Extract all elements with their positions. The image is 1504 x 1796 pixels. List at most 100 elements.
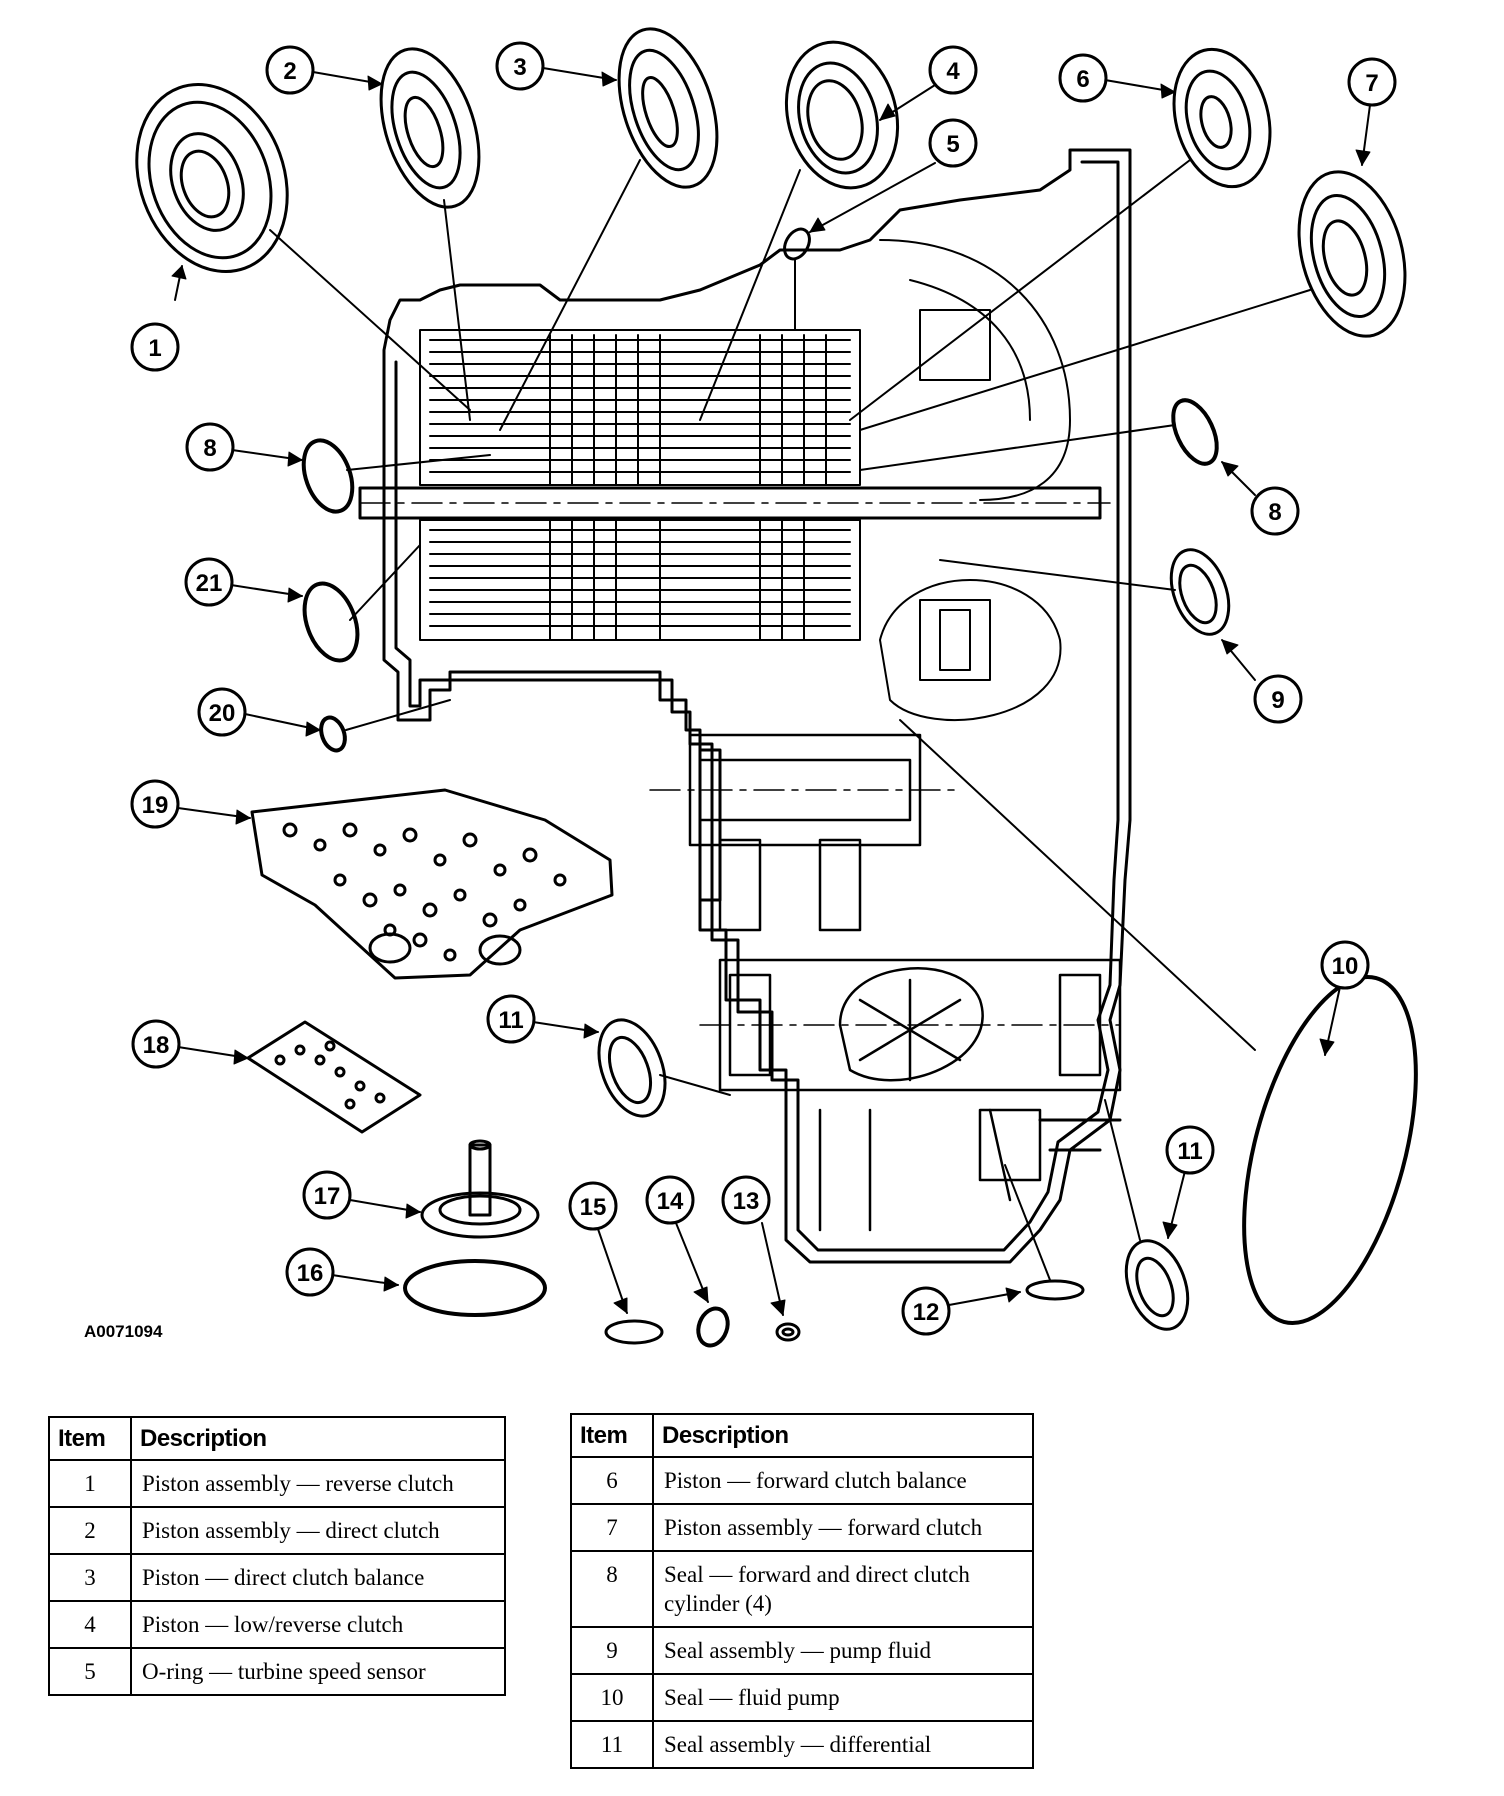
part-8-seal-right <box>1171 398 1219 466</box>
callout-8-right: 8 <box>1221 461 1300 536</box>
figure-id: A0071094 <box>84 1322 163 1341</box>
item-description: Seal assembly — pump fluid <box>652 1626 1034 1675</box>
callout-21-label: 21 <box>196 570 223 597</box>
callout-4-label: 4 <box>946 58 960 85</box>
callout-11-left-label: 11 <box>498 1007 523 1034</box>
callout-10-label: 10 <box>1332 953 1359 980</box>
transfer-gear-section <box>649 733 961 932</box>
callout-6: 6 <box>1058 53 1176 103</box>
clutch-pack-section <box>419 239 1071 721</box>
table-row: 8 Seal — forward and direct clutch cylin… <box>570 1550 1034 1628</box>
item-number: 1 <box>48 1459 132 1508</box>
differential-section <box>699 958 1122 1232</box>
callout-3: 3 <box>495 41 617 91</box>
callout-11-right: 11 <box>1162 1125 1215 1239</box>
part-15-o-ring <box>604 1319 664 1345</box>
item-description: Seal — fluid pump <box>652 1673 1034 1722</box>
part-19-separator-plate <box>250 788 614 980</box>
legend-header-item: Item <box>48 1416 132 1461</box>
leader-lines <box>269 159 1311 1281</box>
callout-13-label: 13 <box>733 1188 760 1215</box>
item-description: Piston — direct clutch balance <box>130 1553 506 1602</box>
table-row: 6 Piston — forward clutch balance <box>570 1456 1034 1505</box>
part-21-seal <box>302 581 360 663</box>
part-10-seal-fluid-pump <box>1242 974 1418 1326</box>
legend-header-item: Item <box>570 1413 654 1458</box>
part-11-seal-differential-right <box>1124 1239 1190 1331</box>
part-14-o-ring <box>696 1306 730 1348</box>
callout-18: 18 <box>131 1019 249 1069</box>
callout-19: 19 <box>130 779 251 829</box>
part-11-seal-differential-left <box>597 1018 667 1118</box>
part-8-seal-left <box>301 438 355 514</box>
callout-14: 14 <box>645 1175 709 1303</box>
part-4-piston-low-reverse-clutch <box>784 40 900 190</box>
callout-6-label: 6 <box>1076 66 1089 93</box>
callout-20-label: 20 <box>209 700 236 727</box>
callout-19-label: 19 <box>142 792 169 819</box>
main-shaft <box>358 486 1111 520</box>
part-2-piston-direct-clutch <box>379 47 481 209</box>
callout-15: 15 <box>568 1181 628 1314</box>
legend-left-header: Item Description <box>48 1416 506 1461</box>
callout-14-label: 14 <box>657 1188 684 1215</box>
callout-9: 9 <box>1221 639 1303 724</box>
table-row: 1 Piston assembly — reverse clutch <box>48 1459 506 1508</box>
callout-11-right-label: 11 <box>1177 1138 1202 1165</box>
part-3-piston-direct-clutch-balance <box>617 27 719 189</box>
table-row: 9 Seal assembly — pump fluid <box>570 1626 1034 1675</box>
callout-2-label: 2 <box>283 58 296 85</box>
item-description: Piston — forward clutch balance <box>652 1456 1034 1505</box>
callout-8-right-label: 8 <box>1268 499 1281 526</box>
legend-header-description: Description <box>130 1416 506 1461</box>
callout-4: 4 <box>879 45 978 121</box>
callout-20: 20 <box>197 687 321 737</box>
legend-table-right: Item Description 6 Piston — forward clut… <box>570 1413 1034 1769</box>
callout-17-label: 17 <box>314 1183 341 1210</box>
callout-8-left-label: 8 <box>203 435 216 462</box>
table-row: 3 Piston — direct clutch balance <box>48 1553 506 1602</box>
legend-right-header: Item Description <box>570 1413 1034 1458</box>
item-number: 11 <box>570 1720 654 1769</box>
callout-12-label: 12 <box>913 1299 940 1326</box>
callout-17: 17 <box>302 1170 421 1220</box>
part-12-o-ring <box>1025 1279 1085 1301</box>
part-1-piston-reverse-clutch <box>135 82 289 274</box>
table-row: 2 Piston assembly — direct clutch <box>48 1506 506 1555</box>
callout-3-label: 3 <box>513 54 526 81</box>
item-description: Seal assembly — differential <box>652 1720 1034 1769</box>
item-description: Piston assembly — reverse clutch <box>130 1459 506 1508</box>
callout-18-label: 18 <box>143 1032 170 1059</box>
callout-10: 10 <box>1319 940 1370 1056</box>
callout-7-label: 7 <box>1365 70 1378 97</box>
part-20-o-ring <box>319 715 347 753</box>
callout-9-label: 9 <box>1271 687 1284 714</box>
exploded-transmission-diagram: 1 2 3 4 5 <box>130 27 1418 1348</box>
callout-12: 12 <box>901 1286 1021 1336</box>
part-7-piston-forward-clutch <box>1297 170 1407 338</box>
table-row: 10 Seal — fluid pump <box>570 1673 1034 1722</box>
callout-16-label: 16 <box>297 1260 324 1287</box>
callout-11-left: 11 <box>486 994 599 1044</box>
table-row: 7 Piston assembly — forward clutch <box>570 1503 1034 1552</box>
part-17-accumulator-piston <box>420 1139 540 1239</box>
table-row: 11 Seal assembly — differential <box>570 1720 1034 1769</box>
legend-header-description: Description <box>652 1413 1034 1458</box>
table-row: 4 Piston — low/reverse clutch <box>48 1600 506 1649</box>
item-description: Seal — forward and direct clutch cylinde… <box>652 1550 1034 1628</box>
part-9-seal-pump-fluid <box>1169 548 1231 636</box>
part-5-o-ring <box>783 227 811 261</box>
item-description: O-ring — turbine speed sensor <box>130 1647 506 1696</box>
callout-2: 2 <box>265 45 383 95</box>
item-description: Piston assembly — direct clutch <box>130 1506 506 1555</box>
part-13-o-ring <box>775 1322 801 1342</box>
callout-16: 16 <box>285 1247 399 1297</box>
item-description: Piston — low/reverse clutch <box>130 1600 506 1649</box>
item-number: 7 <box>570 1503 654 1552</box>
item-number: 5 <box>48 1647 132 1696</box>
callout-1: 1 <box>130 265 187 372</box>
item-description: Piston assembly — forward clutch <box>652 1503 1034 1552</box>
callout-13: 13 <box>721 1175 786 1316</box>
part-18-gasket <box>246 1020 422 1134</box>
item-number: 3 <box>48 1553 132 1602</box>
